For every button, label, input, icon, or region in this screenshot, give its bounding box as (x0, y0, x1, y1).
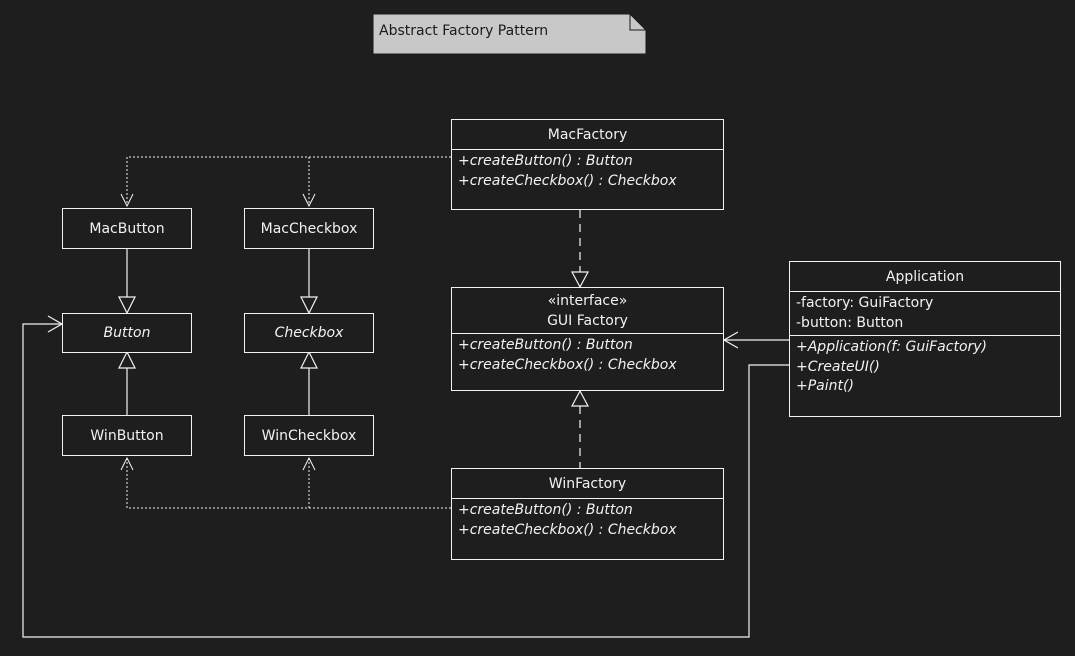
maccheckbox-arrowhead (302, 193, 316, 208)
class-header: «interface» GUI Factory (452, 288, 723, 334)
method-row: +createCheckbox() : Checkbox (458, 172, 677, 189)
guifactory-open-arrowhead (722, 331, 739, 349)
class-name: MacButton (89, 220, 165, 237)
method-row: +createButton() : Button (458, 153, 633, 169)
class-name: WinButton (90, 427, 164, 444)
field-row: -factory: GuiFactory (796, 295, 934, 311)
class-macbutton[interactable]: MacButton (62, 208, 192, 249)
method-row: +createCheckbox() : Checkbox (458, 521, 677, 538)
method-row: +createCheckbox() : Checkbox (458, 356, 677, 373)
class-name: MacCheckbox (260, 220, 358, 237)
method-section: +createButton() : Button +createCheckbox… (452, 150, 723, 193)
wincheckbox-arrowhead (302, 456, 316, 471)
application-to-button-edge (22, 323, 789, 638)
note-title: Abstract Factory Pattern (379, 23, 549, 39)
checkbox-top-triangle (300, 296, 318, 315)
field-section: -factory: GuiFactory -button: Button (790, 292, 1060, 336)
class-name: MacFactory (547, 127, 628, 143)
class-maccheckbox[interactable]: MacCheckbox (244, 208, 374, 249)
checkbox-bottom-triangle (300, 350, 318, 369)
method-row: +Application(f: GuiFactory) (796, 339, 988, 355)
class-gui-factory[interactable]: «interface» GUI Factory +createButton() … (451, 287, 724, 391)
class-name: WinCheckbox (261, 427, 357, 444)
method-section: +createButton() : Button +createCheckbox… (452, 499, 723, 542)
class-winfactory[interactable]: WinFactory +createButton() : Button +cre… (451, 468, 724, 560)
field-row: -button: Button (796, 314, 904, 331)
button-top-triangle (118, 296, 136, 315)
class-button[interactable]: Button (62, 313, 192, 353)
class-checkbox[interactable]: Checkbox (244, 313, 374, 353)
class-name: Button (103, 325, 151, 341)
class-header: WinFactory (452, 469, 723, 499)
winbutton-arrowhead (120, 456, 134, 471)
title-note (372, 13, 647, 55)
macfactory-to-macbutton-edge (126, 156, 451, 205)
class-name: Application (885, 269, 965, 285)
guifactory-top-triangle (571, 271, 589, 289)
class-name: GUI Factory (547, 313, 628, 329)
class-wincheckbox[interactable]: WinCheckbox (244, 415, 374, 456)
button-bottom-triangle (118, 350, 136, 369)
method-row: +createButton() : Button (458, 337, 633, 353)
guifactory-bottom-triangle (571, 389, 589, 407)
class-macfactory[interactable]: MacFactory +createButton() : Button +cre… (451, 119, 724, 210)
method-row: +Paint() (796, 378, 854, 394)
winfactory-to-winproducts-edge (126, 458, 451, 509)
method-section: +Application(f: GuiFactory) +CreateUI() … (790, 336, 1060, 399)
class-application[interactable]: Application -factory: GuiFactory -button… (789, 261, 1061, 417)
class-header: MacFactory (452, 120, 723, 150)
class-name: Checkbox (274, 325, 344, 341)
method-row: +createButton() : Button (458, 502, 633, 518)
macbutton-arrowhead (120, 193, 134, 208)
method-row: +CreateUI() (796, 358, 880, 375)
class-stereotype: «interface» (547, 293, 628, 309)
class-winbutton[interactable]: WinButton (62, 415, 192, 456)
class-name: WinFactory (548, 476, 627, 492)
class-header: Application (790, 262, 1060, 292)
method-section: +createButton() : Button +createCheckbox… (452, 334, 723, 377)
